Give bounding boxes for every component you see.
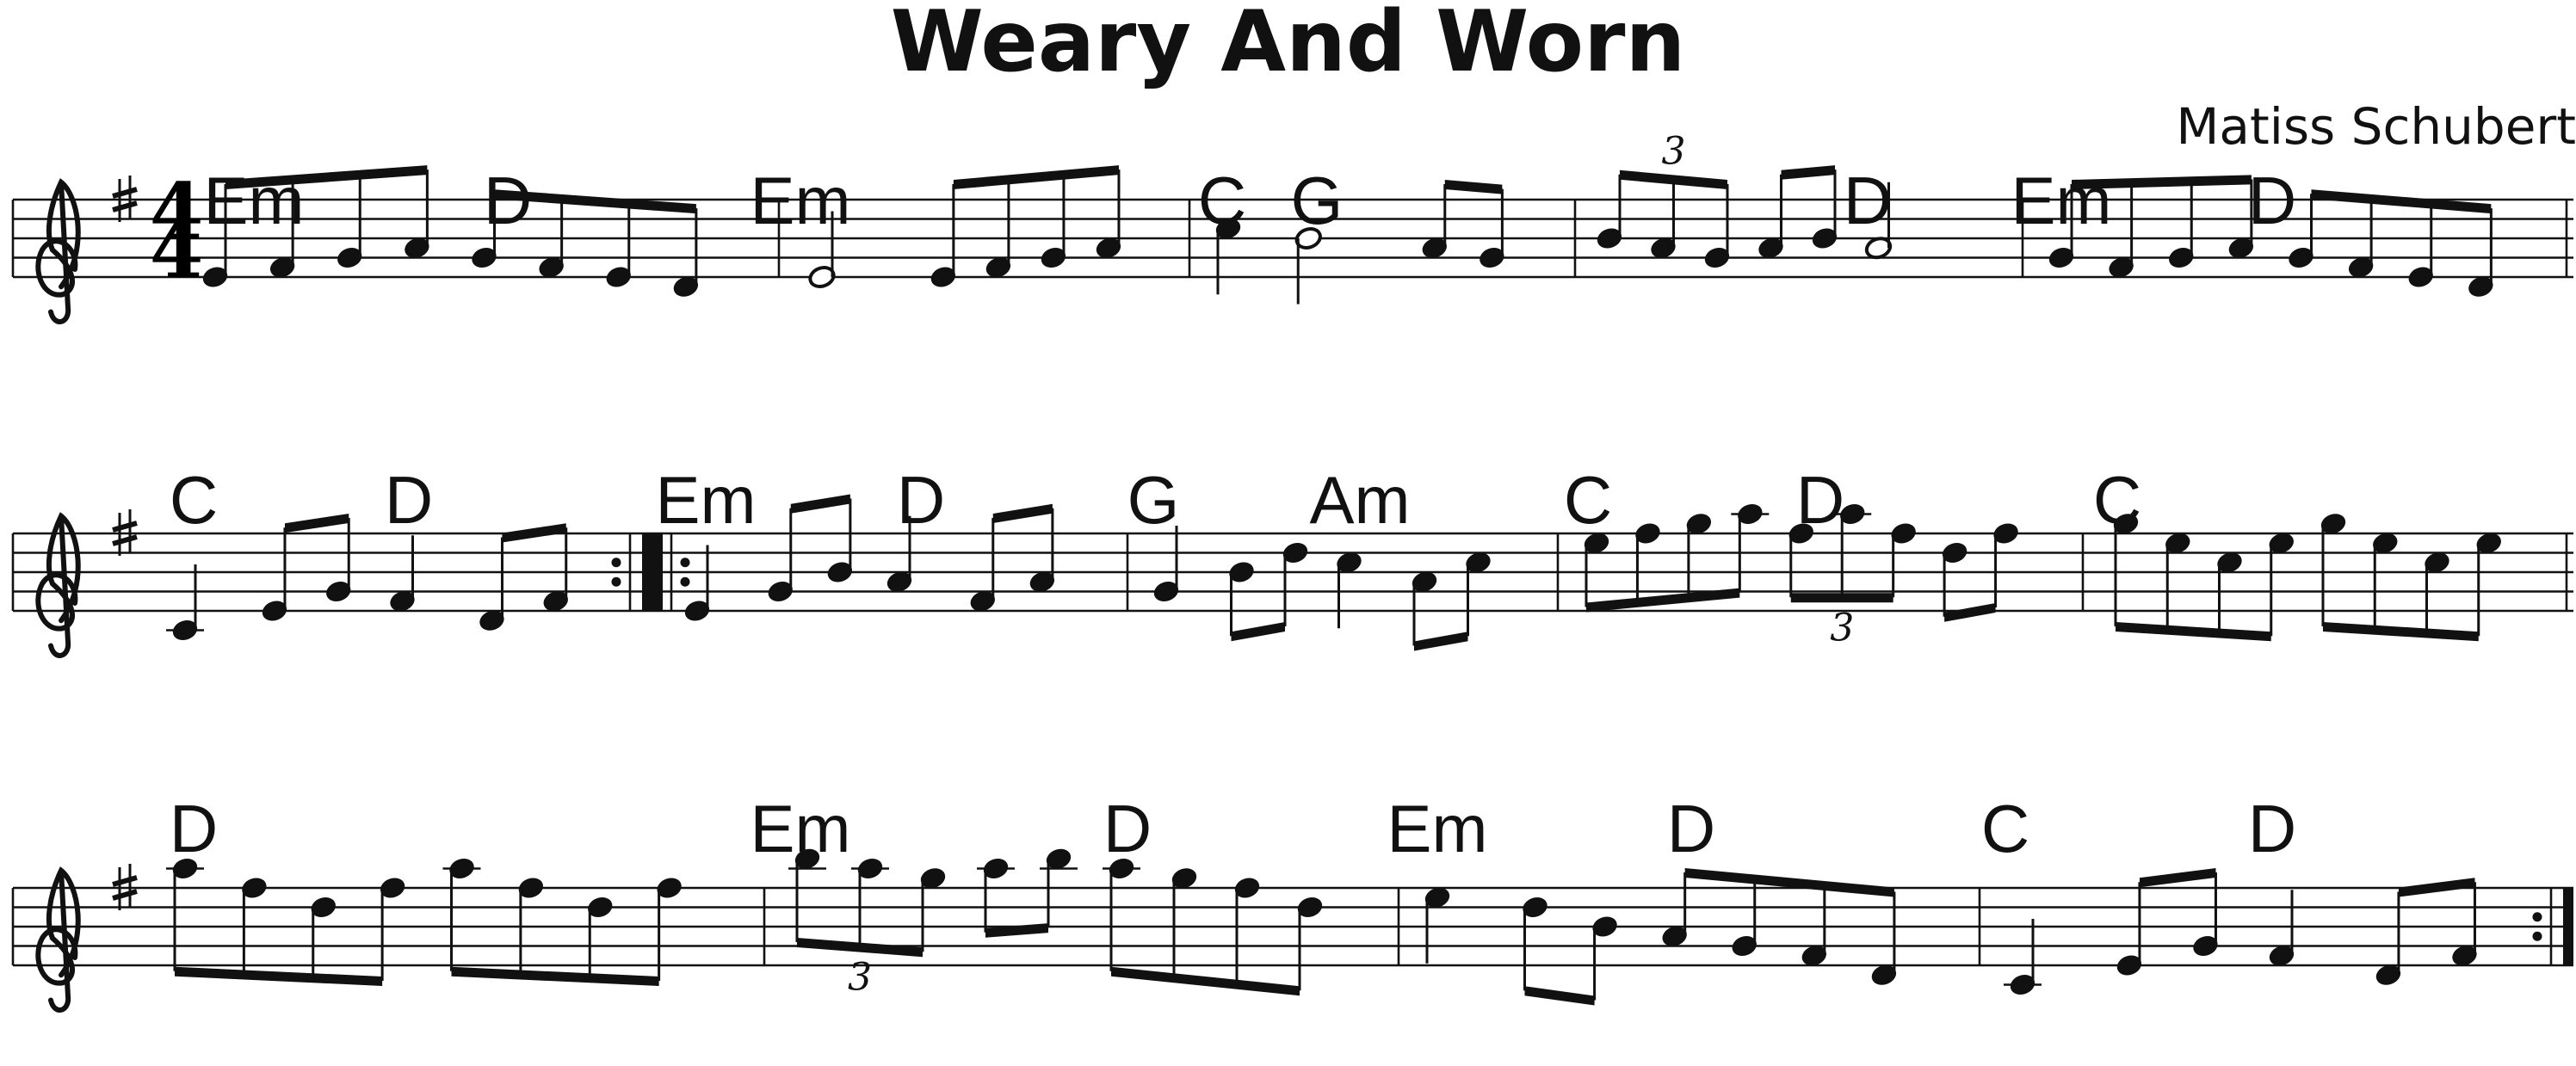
repeat-thick-bar [652, 533, 663, 611]
chord-symbol: D [2248, 163, 2296, 238]
time-signature-top: 4 [150, 166, 204, 257]
staff-system [11, 886, 2573, 967]
beam [985, 923, 1048, 938]
repeat-dot [680, 558, 690, 568]
beam [1781, 165, 1835, 180]
beam [1231, 622, 1285, 642]
beam [2398, 878, 2475, 897]
chord-symbol: Em [204, 163, 305, 238]
beam [1414, 632, 1468, 651]
chord-symbol: Em [2011, 163, 2112, 238]
repeat-dot [611, 558, 621, 568]
chord-symbol: D [897, 462, 945, 538]
staff-system [11, 198, 2573, 279]
beam [1111, 966, 1300, 996]
sharp-bar [112, 889, 138, 901]
chord-symbol: G [1291, 163, 1344, 238]
key-signature-sharp-icon [112, 509, 138, 556]
page-title: Weary And Worn [890, 0, 1686, 91]
time-signature-bottom: 4 [150, 205, 204, 296]
chord-symbol: C [1564, 462, 1612, 538]
chord-symbol: Em [1387, 791, 1488, 866]
beam [225, 165, 428, 189]
beam [1620, 169, 1727, 189]
beam [797, 938, 923, 958]
chord-symbol: C [1981, 791, 2029, 866]
beam [2116, 622, 2271, 642]
beam [502, 523, 566, 543]
beam [790, 494, 850, 514]
beam [1790, 593, 1893, 603]
repeat-thick-bar [642, 533, 652, 611]
tuplet-number: 3 [1662, 129, 1686, 173]
repeat-dot [611, 576, 621, 587]
sharp-bar [112, 534, 138, 546]
chord-symbol: D [170, 791, 218, 866]
treble-clef-icon [35, 178, 81, 324]
beam [992, 503, 1053, 523]
beam [2072, 175, 2252, 189]
final-bar-line [2563, 888, 2573, 965]
beam [284, 514, 349, 533]
sharp-bar [112, 200, 138, 213]
composer-name: Matiss Schubert [2176, 97, 2576, 156]
treble-clef-icon [35, 512, 81, 658]
beam [2311, 189, 2492, 214]
chord-symbol: Em [656, 462, 757, 538]
key-signature-sharp-icon [112, 864, 138, 910]
beam [1944, 603, 1996, 622]
chord-symbol: D [385, 462, 433, 538]
treble-clef-icon [35, 866, 81, 1013]
beam [451, 966, 659, 986]
sharp-bar [112, 521, 138, 533]
staff-system [11, 532, 2573, 613]
chord-symbol: Am [1310, 462, 1411, 538]
chord-symbol: D [1667, 791, 1715, 866]
beam [1684, 868, 1894, 897]
repeat-dot [2532, 912, 2542, 922]
beam [175, 966, 383, 986]
chord-symbol: D [1103, 791, 1152, 866]
chord-symbol: D [1844, 163, 1892, 238]
chord-symbol: G [1127, 462, 1180, 538]
beam [953, 165, 1119, 189]
beam [1444, 180, 1503, 194]
beam [2139, 868, 2216, 888]
key-signature-sharp-icon [112, 176, 138, 222]
repeat-dot [2532, 931, 2542, 941]
sharp-bar [112, 875, 138, 887]
beam [1586, 588, 1740, 613]
tuplet-number: 3 [1830, 606, 1854, 650]
beam [494, 189, 696, 214]
chord-symbol: D [2248, 791, 2296, 866]
beam [2323, 622, 2479, 642]
repeat-dot [680, 576, 690, 587]
chord-symbol: Em [751, 163, 851, 238]
chord-symbol: C [170, 462, 218, 538]
sharp-bar [112, 187, 138, 199]
beam [1524, 986, 1595, 1006]
tuplet-number: 3 [848, 956, 872, 1000]
